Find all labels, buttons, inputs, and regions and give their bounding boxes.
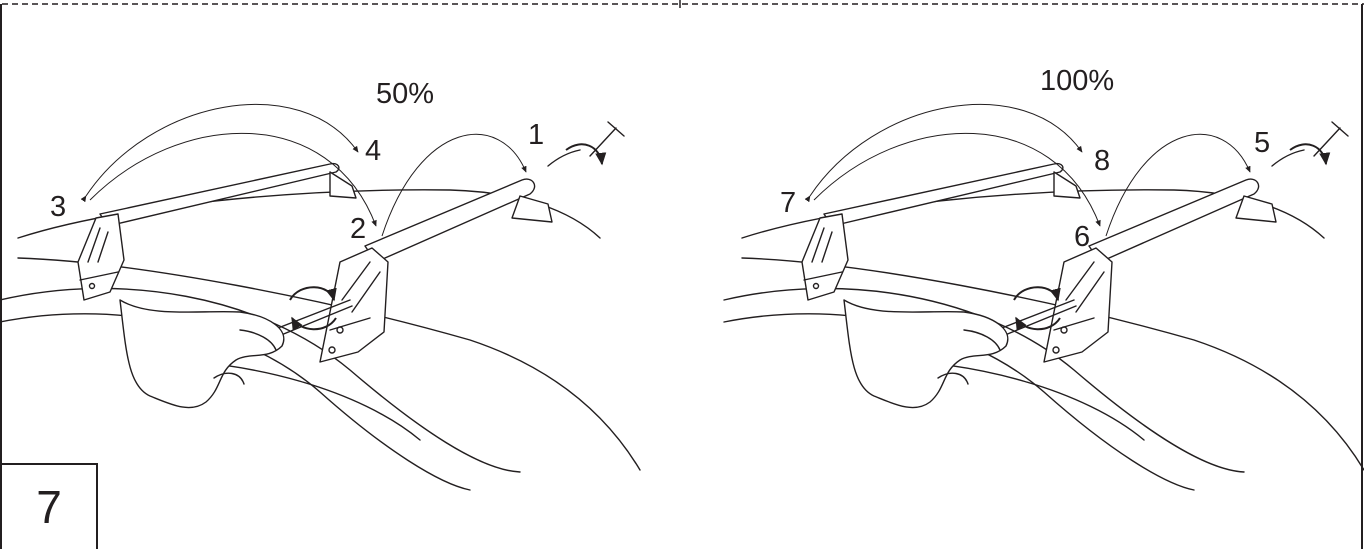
step-number: 7 — [36, 481, 62, 533]
step-number-box: 7 — [0, 463, 98, 549]
right-seq-label-7: 7 — [780, 187, 796, 219]
left-seq-label-1: 1 — [528, 119, 544, 151]
left-panel-drawing — [0, 104, 640, 490]
right-panel-drawing — [724, 104, 1364, 490]
right-seq-label-6: 6 — [1074, 221, 1090, 253]
left-seq-label-3: 3 — [50, 191, 66, 223]
left-seq-label-4: 4 — [365, 135, 381, 167]
left-percent-label: 50% — [376, 78, 434, 110]
right-seq-label-8: 8 — [1094, 145, 1110, 177]
right-percent-label: 100% — [1040, 65, 1114, 97]
left-seq-label-2: 2 — [350, 213, 366, 245]
right-seq-label-5: 5 — [1254, 127, 1270, 159]
